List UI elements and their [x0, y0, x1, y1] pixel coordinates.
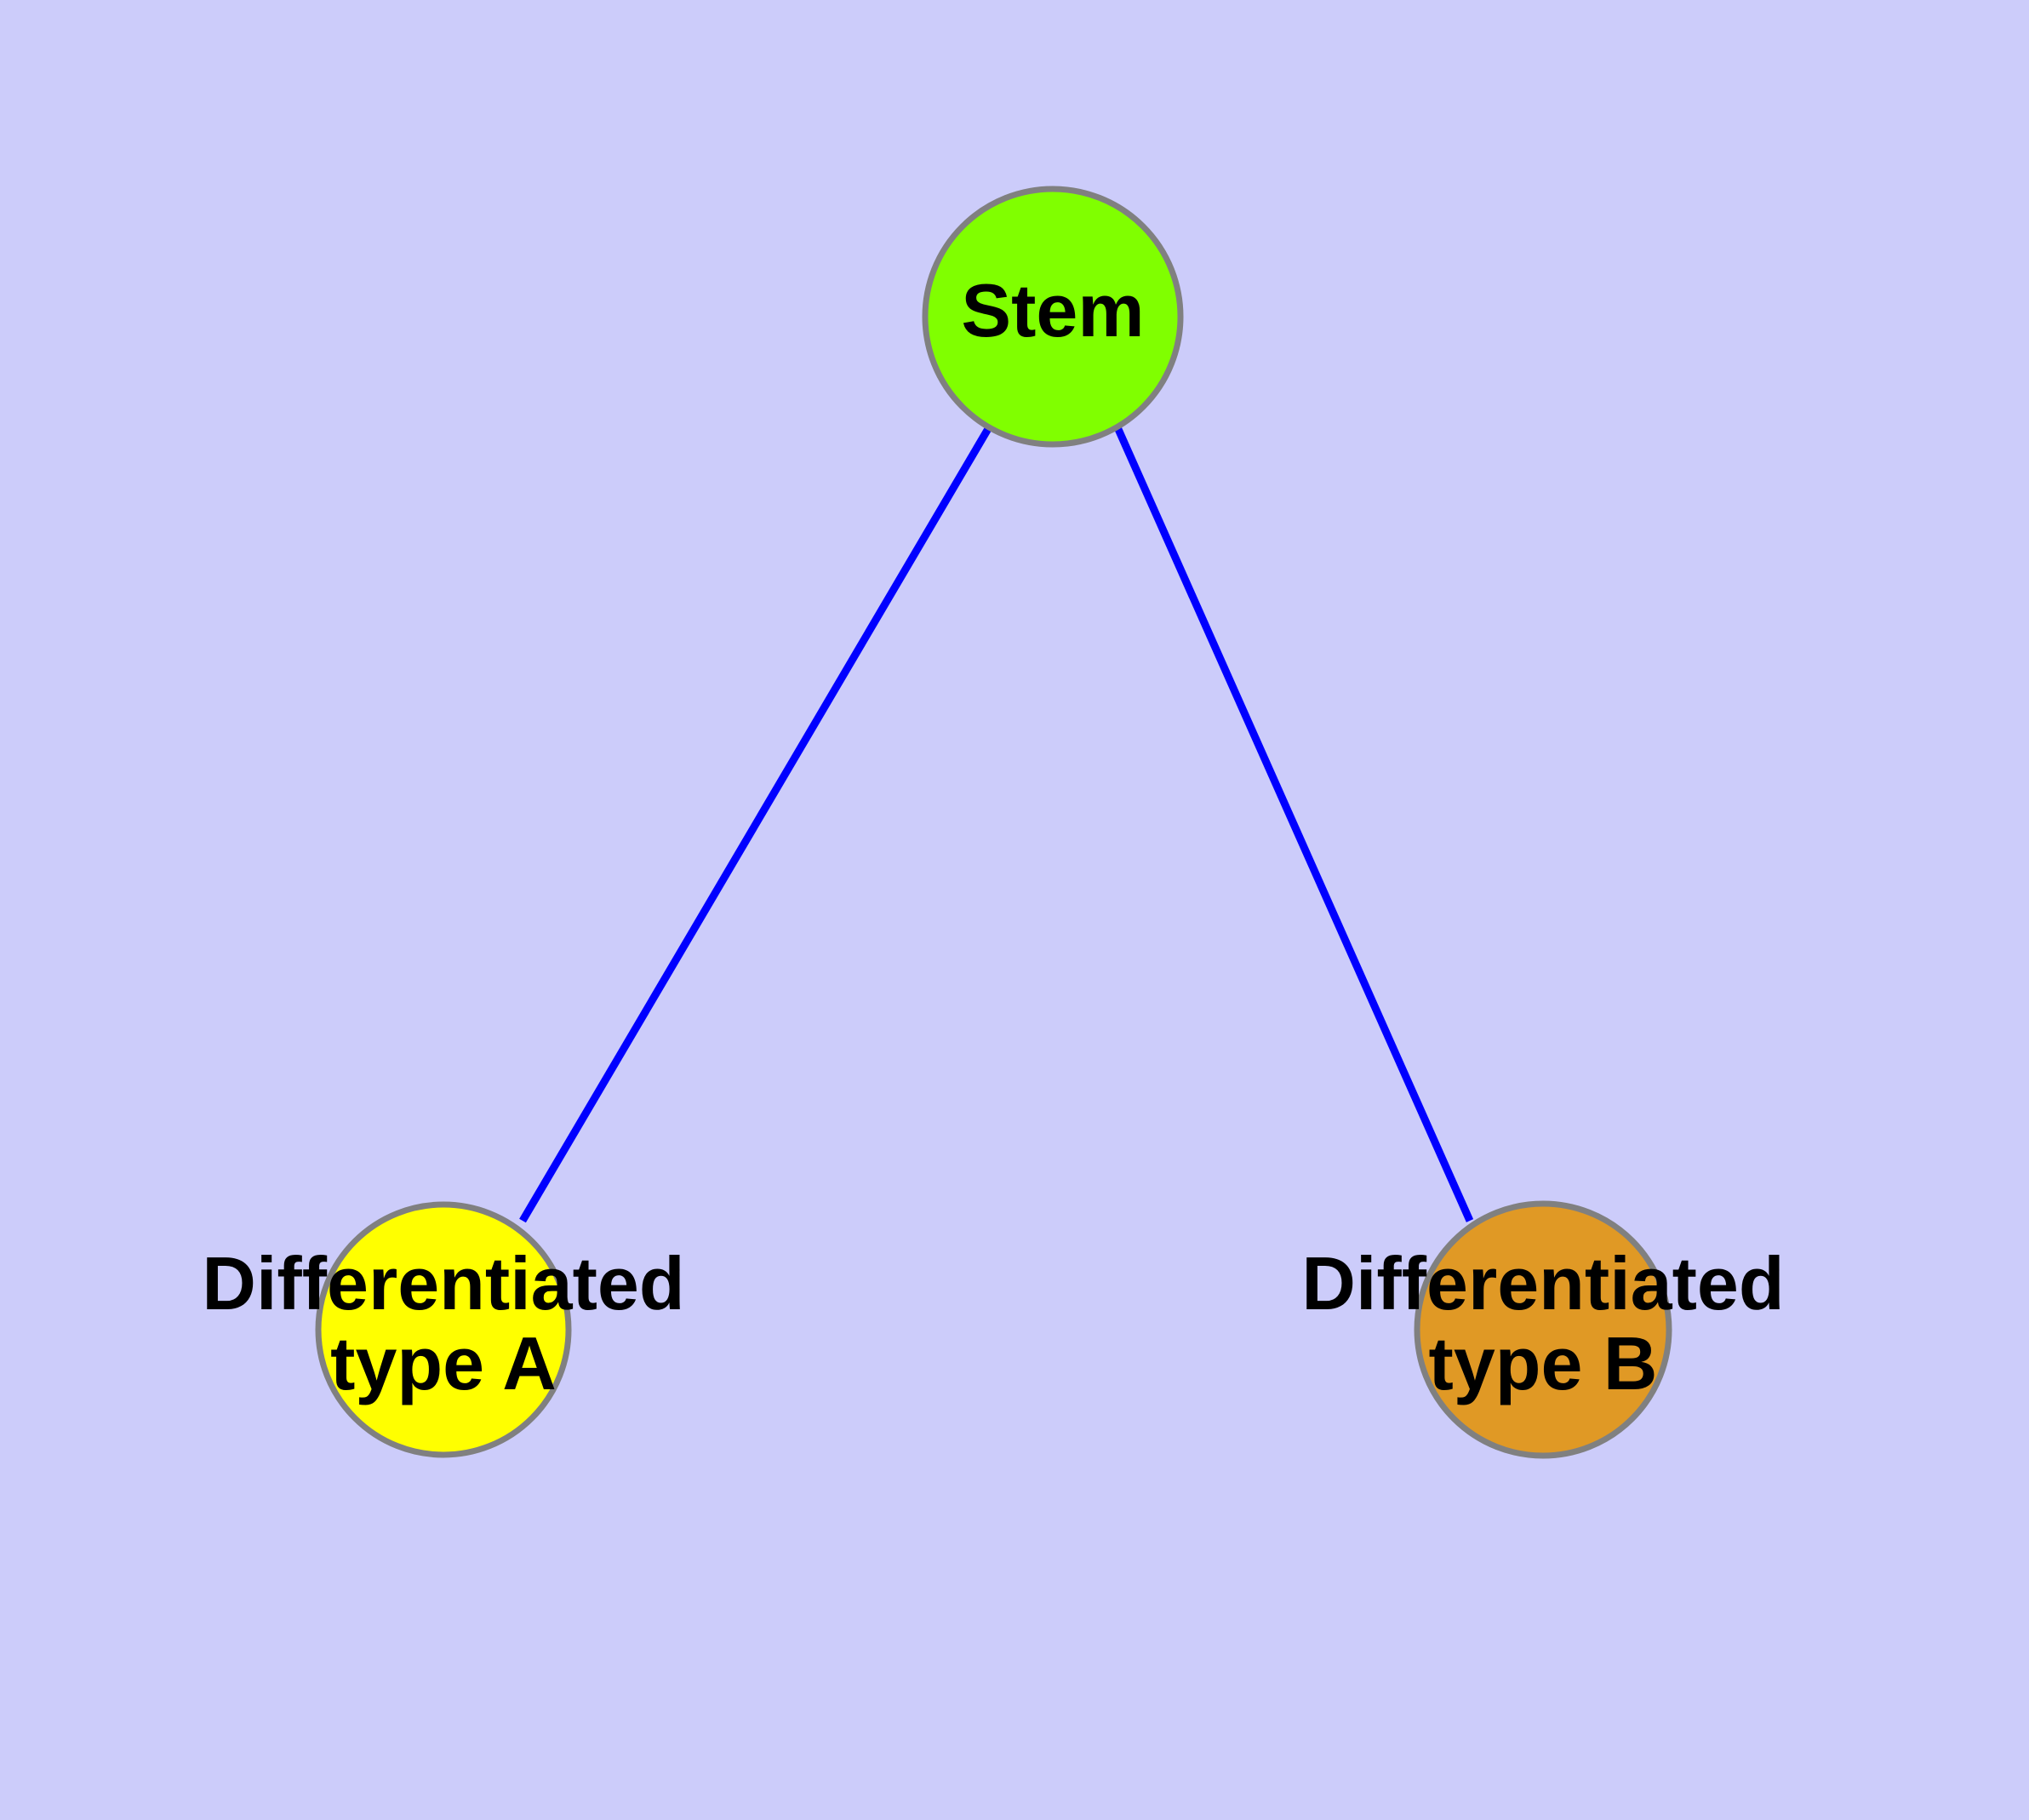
edge-stem-diff-b[interactable] [1113, 426, 1474, 1222]
node-circle-stem[interactable] [922, 186, 1184, 448]
node-label-line: Differentiated [1301, 1241, 1784, 1325]
node-stem[interactable]: Stem [922, 186, 1184, 448]
edge-stem-diff-a[interactable] [519, 425, 992, 1223]
edges-layer [519, 425, 1474, 1223]
node-label-line: type A [330, 1321, 557, 1405]
node-label-line: Stem [961, 268, 1144, 352]
node-label-stem: Stem [961, 268, 1144, 352]
node-label-line: type B [1429, 1321, 1658, 1405]
node-label-line: Differentiated [202, 1241, 684, 1325]
node-circle-diff_b[interactable] [1414, 1200, 1672, 1459]
node-circle-diff_a[interactable] [315, 1201, 572, 1458]
